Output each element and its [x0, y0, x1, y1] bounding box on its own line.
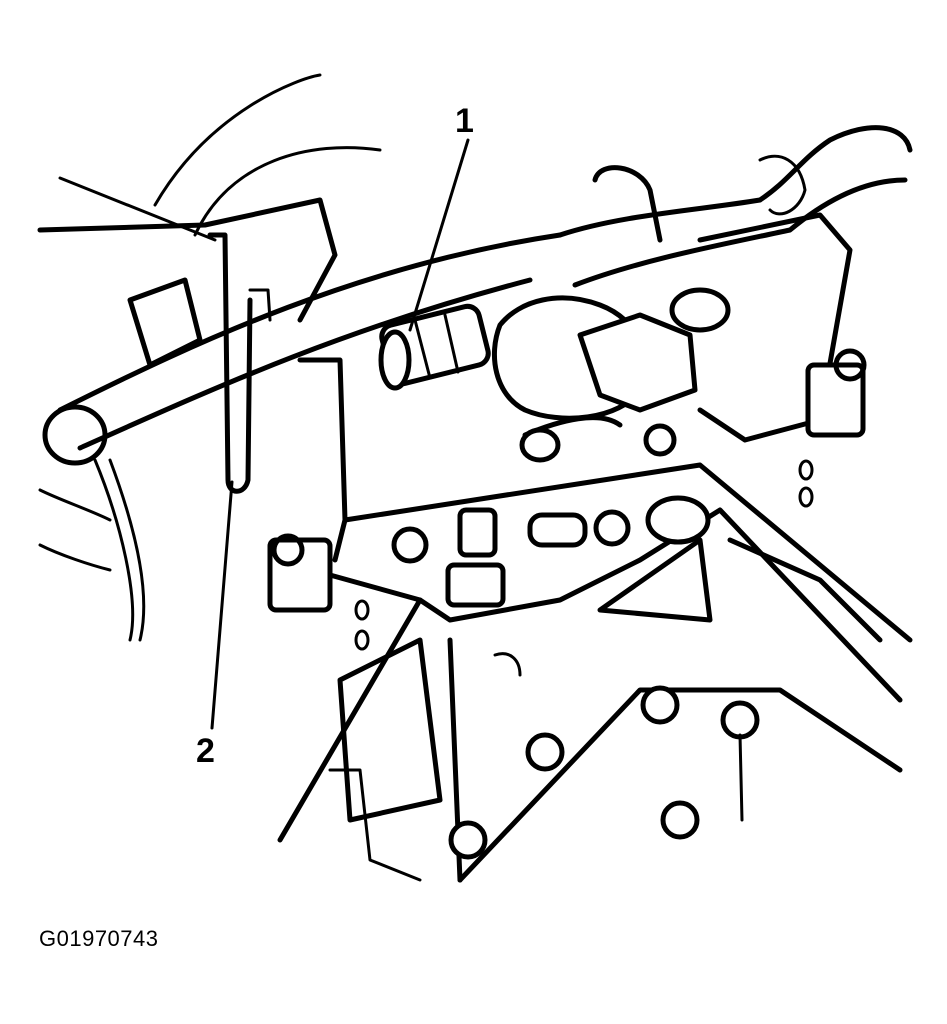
vertical-hose-loop: [592, 165, 663, 243]
left-harness: [127, 277, 203, 368]
bolt-leader-line: [738, 733, 744, 822]
lower-frame-outline: [342, 462, 913, 643]
tube-end-cap: [42, 404, 108, 466]
callout-number: 2: [196, 732, 215, 770]
harness-wires: [93, 458, 146, 642]
main-tube-bottom: [77, 277, 533, 451]
fender-arc: [153, 73, 322, 207]
lower-left-mount: [337, 637, 443, 823]
right-bolt: [833, 348, 867, 382]
frame-right-arm: [727, 537, 883, 643]
sensor-connector-1: [378, 303, 491, 391]
callout-number: 1: [455, 102, 474, 140]
frame-lower-web: [457, 687, 903, 883]
frame-holes: [354, 459, 814, 677]
figure-code: G01970743: [39, 926, 159, 951]
left-edge-lines: [38, 488, 112, 572]
left-bolt: [271, 533, 305, 567]
retaining-clip-2: [207, 232, 272, 494]
hose-bottom: [572, 177, 908, 288]
bracket-edge: [58, 176, 217, 242]
center-block: [297, 357, 348, 563]
mount-edge: [328, 768, 422, 882]
right-bracket-block: [697, 212, 853, 443]
leader-line-1: [408, 138, 470, 332]
frame-triangle: [597, 537, 713, 623]
hose-top: [557, 125, 913, 238]
hose-clamp: [758, 154, 807, 216]
frame-bolts: [391, 423, 760, 860]
main-tube-top: [57, 232, 563, 413]
housing-arc: [193, 146, 382, 237]
upper-bracket: [37, 197, 338, 323]
frame-diagonal-left: [277, 597, 423, 843]
leader-line-2: [210, 480, 234, 730]
valve-assembly: [492, 287, 731, 463]
